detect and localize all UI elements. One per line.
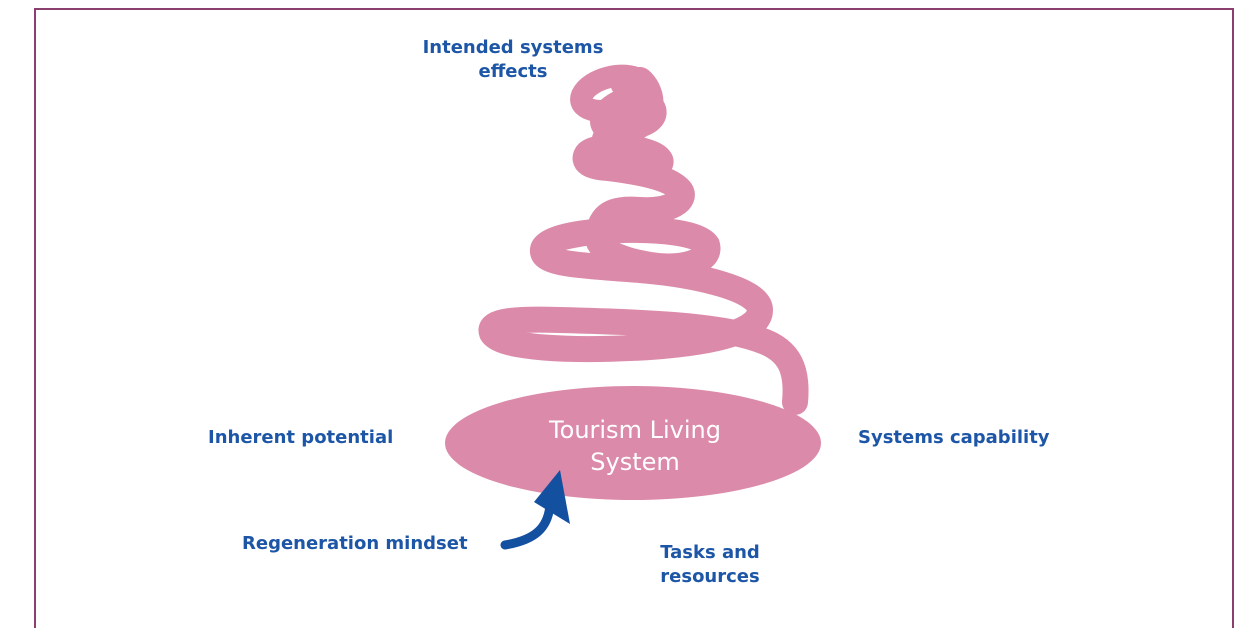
label-regeneration-mindset: Regeneration mindset [242, 533, 468, 554]
label-tasks-and-resources: Tasks and resources [660, 542, 760, 587]
spiral-coil [478, 64, 809, 415]
label-intended-systems-effects: Intended systems effects [422, 37, 604, 82]
regeneration-arrow [500, 500, 555, 550]
regeneration-arrowhead [534, 470, 570, 524]
center-label-tourism-living-system: Tourism Living System [549, 416, 721, 476]
base-ellipse [445, 386, 821, 500]
label-systems-capability: Systems capability [858, 427, 1050, 448]
spiral-diagram [445, 64, 821, 550]
label-inherent-potential: Inherent potential [208, 427, 394, 448]
diagram-frame [34, 8, 1234, 628]
